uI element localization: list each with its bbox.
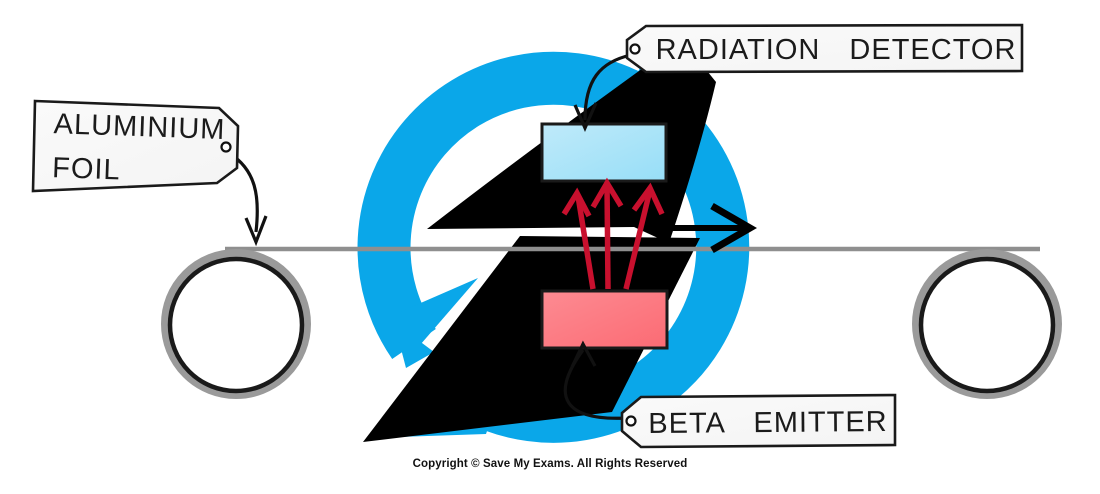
radiation-detector-label: RADIATION DETECTOR (656, 34, 1017, 66)
bolt-lower-dart (363, 236, 700, 442)
foil-direction-arrow (648, 202, 757, 254)
aluminium-foil-tag-hole (220, 141, 232, 153)
copyright-text: Copyright © Save My Exams. All Rights Re… (412, 458, 688, 470)
left-roller-foil-ring (161, 249, 311, 399)
detector-pointer-arrowhead (573, 102, 598, 132)
beta-arrow-left-head (561, 187, 592, 218)
beta-emitter-box (540, 289, 669, 350)
aluminium-foil-label-line1: ALUMINIUM (53, 108, 226, 146)
radiation-detector-box (540, 122, 668, 183)
radiation-detector-tag-hole (629, 43, 641, 55)
beta-emitter-tag: BETA EMITTER (620, 393, 897, 449)
logo-check-spike (400, 278, 478, 352)
aluminium-foil-tag: ALUMINIUM FOIL (31, 99, 240, 193)
radiation-detector-tag: RADIATION DETECTOR (625, 23, 1024, 74)
left-roller-wheel (167, 256, 305, 394)
aluminium-foil-tag-shape (31, 99, 240, 193)
beta-arrow-right-shaft (623, 189, 653, 290)
right-roller (912, 249, 1062, 399)
left-roller (161, 249, 311, 399)
emitter-pointer-arrowhead (570, 340, 597, 368)
beta-emitter-tag-shape (620, 393, 897, 449)
foil-direction-arrowhead (710, 202, 757, 254)
beta-particle-arrows (561, 177, 665, 290)
foil-pointer-arrowhead (244, 215, 268, 247)
right-roller-wheel (918, 256, 1056, 394)
right-roller-foil-ring (912, 249, 1062, 399)
radiation-detector-tag-shape (625, 23, 1024, 74)
beta-emitter-label: BETA EMITTER (648, 406, 888, 440)
beta-arrow-middle-head (590, 177, 624, 209)
beta-arrow-left-shaft (575, 195, 596, 290)
detector-pointer-curve (583, 53, 632, 121)
beta-arrow-middle-shaft (604, 183, 611, 290)
beta-emitter-tag-hole (625, 415, 637, 427)
aluminium-foil-label-line2: FOIL (52, 152, 122, 186)
logo-arc-left-top (357, 51, 639, 360)
beta-arrow-right-head (631, 182, 665, 216)
